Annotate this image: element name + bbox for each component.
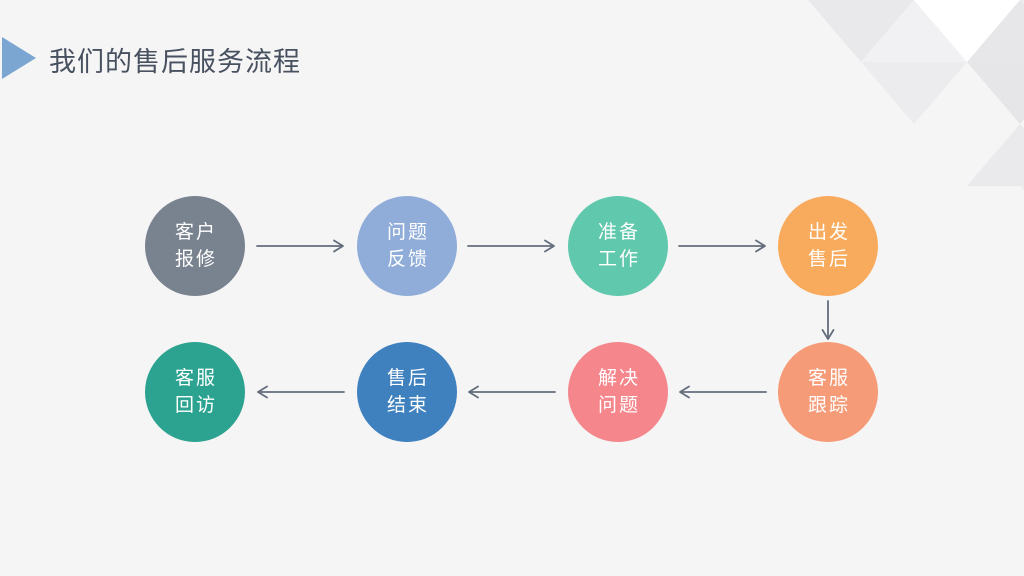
step-label-line1: 客服: [807, 368, 850, 389]
title-marker-shape: [2, 37, 36, 79]
slide-title: 我们的售后服务流程: [49, 47, 301, 77]
arrow-right-2: [467, 239, 555, 253]
step-label-line1: 客户: [174, 222, 217, 243]
step-label-line1: 准备: [597, 222, 640, 243]
arrow-right-1: [256, 239, 344, 253]
step-follow-up-visit: 客服 回访: [145, 342, 245, 442]
step-label-line1: 解决: [597, 368, 640, 389]
step-label-line2: 结束: [386, 395, 429, 416]
step-label-line2: 工作: [597, 249, 640, 270]
step-label-line2: 回访: [174, 395, 217, 416]
step-preparation: 准备 工作: [568, 196, 668, 296]
arrow-left-1: [679, 385, 767, 399]
arrow-left-3: [257, 385, 345, 399]
step-label-line2: 问题: [597, 395, 640, 416]
step-customer-report: 客户 报修: [145, 196, 245, 296]
step-label-line1: 出发: [807, 222, 850, 243]
step-service-tracking: 客服 跟踪: [778, 342, 878, 442]
step-label-line2: 报修: [174, 249, 217, 270]
step-label-line2: 反馈: [386, 249, 429, 270]
arrow-down: [821, 300, 835, 340]
step-label-line2: 跟踪: [807, 395, 850, 416]
title-marker-triangle: [2, 37, 36, 79]
step-solve-problem: 解决 问题: [568, 342, 668, 442]
arrow-right-3: [678, 239, 766, 253]
step-label-line1: 售后: [386, 368, 429, 389]
step-label-line1: 问题: [386, 222, 429, 243]
step-service-finished: 售后 结束: [357, 342, 457, 442]
step-issue-feedback: 问题 反馈: [357, 196, 457, 296]
step-label-line1: 客服: [174, 368, 217, 389]
step-depart-for-service: 出发 售后: [778, 196, 878, 296]
arrow-left-2: [468, 385, 556, 399]
step-label-line2: 售后: [807, 249, 850, 270]
